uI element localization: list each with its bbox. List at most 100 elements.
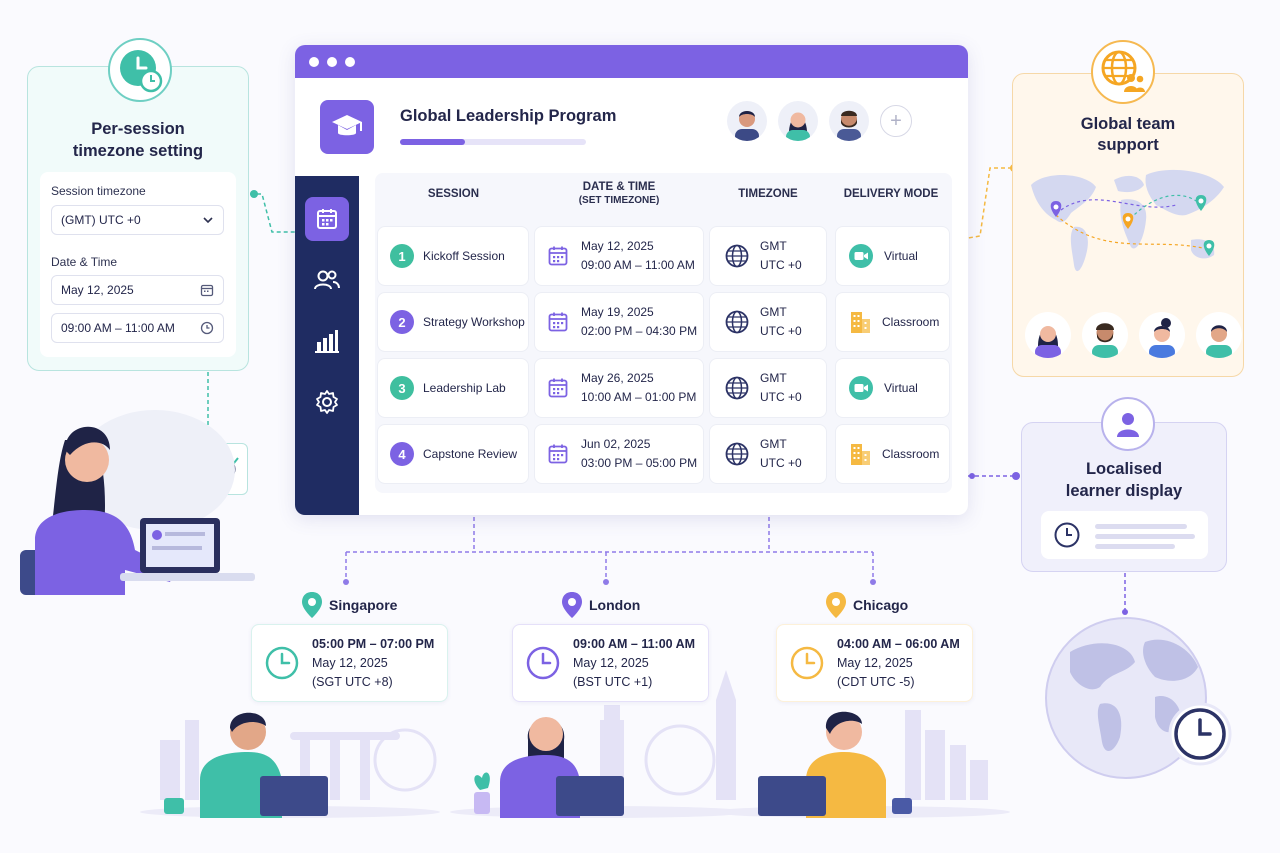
session-timezone-label: Session timezone	[51, 184, 146, 198]
city-time-range: 04:00 AM – 06:00 AM	[837, 636, 960, 651]
window-minimize-button[interactable]	[327, 56, 337, 67]
table-cell-delivery[interactable]: Classroom	[835, 292, 950, 352]
timezone-code: GMT	[760, 239, 787, 253]
video-camera-icon	[849, 244, 873, 268]
clock-icon	[265, 646, 299, 680]
users-icon	[314, 270, 340, 290]
timezone-card-title: Per-session timezone setting	[72, 120, 204, 160]
avatar[interactable]	[727, 101, 767, 141]
sidebar-item-users[interactable]	[305, 258, 349, 302]
city-label-chicago: Chicago	[825, 591, 908, 619]
clock-icon	[790, 646, 824, 680]
timezone-code: GMT	[760, 371, 787, 385]
team-avatars	[1025, 312, 1242, 358]
session-name: Capstone Review	[423, 447, 518, 461]
localised-card-title: Localised learner display	[1065, 460, 1183, 500]
avatar[interactable]	[829, 101, 869, 141]
location-pin-icon	[826, 592, 846, 618]
session-date: May 12, 2025	[581, 239, 654, 253]
building-icon	[851, 444, 870, 465]
program-title: Global Leadership Program	[400, 107, 617, 125]
avatar	[1082, 312, 1128, 358]
city-date: May 12, 2025	[837, 655, 913, 670]
table-cell-datetime[interactable]: May 12, 2025 09:00 AM – 11:00 AM	[534, 226, 704, 286]
city-time-range: 09:00 AM – 11:00 AM	[573, 636, 696, 651]
sidebar-item-settings[interactable]	[305, 380, 349, 424]
city-label-london: London	[561, 591, 640, 619]
graduation-cap-icon	[320, 100, 374, 154]
timezone-offset: UTC +0	[760, 324, 802, 338]
global-card-title: Global team support	[1080, 115, 1176, 154]
globe-icon	[725, 244, 749, 268]
city-timezone: (BST UTC +1)	[573, 674, 653, 689]
date-input[interactable]: May 12, 2025	[51, 275, 224, 305]
delivery-mode: Classroom	[882, 447, 940, 461]
calendar-icon	[548, 378, 568, 398]
table-cell-delivery[interactable]: Virtual	[835, 358, 950, 418]
globe-icon	[725, 442, 749, 466]
window-maximize-button[interactable]	[345, 56, 355, 67]
session-timezone-select[interactable]: (GMT) UTC +0	[51, 205, 224, 235]
settings-icon	[316, 390, 338, 414]
city-timezone: (CDT UTC -5)	[837, 674, 915, 689]
avatar	[1025, 312, 1071, 358]
session-date: May 19, 2025	[581, 305, 654, 319]
col-header-delivery: DELIVERY MODE	[843, 188, 939, 200]
city-time-card: 04:00 AM – 06:00 AM May 12, 2025 (CDT UT…	[776, 624, 973, 702]
table-cell-datetime[interactable]: May 26, 2025 10:00 AM – 01:00 PM	[534, 358, 704, 418]
avatar	[1139, 312, 1185, 358]
sidebar-item-calendar[interactable]	[305, 197, 349, 241]
clock-icon	[108, 38, 172, 102]
participant-avatars: +	[727, 101, 912, 141]
delivery-mode: Classroom	[882, 315, 940, 329]
calendar-icon	[317, 209, 337, 229]
table-row-session[interactable]: 2 Strategy Workshop	[377, 292, 529, 352]
table-cell-datetime[interactable]: Jun 02, 2025 03:00 PM – 05:00 PM	[534, 424, 704, 484]
plus-icon: +	[890, 109, 902, 132]
globe-icon	[725, 376, 749, 400]
table-cell-timezone[interactable]: GMT UTC +0	[709, 292, 827, 352]
add-participant-button[interactable]: +	[880, 105, 912, 137]
calendar-icon	[548, 246, 568, 266]
learner-illustration	[20, 410, 255, 595]
table-row-session[interactable]: 4 Capstone Review	[377, 424, 529, 484]
table-cell-timezone[interactable]: GMT UTC +0	[709, 424, 827, 484]
city-timezone: (SGT UTC +8)	[312, 674, 393, 689]
delivery-mode: Virtual	[884, 381, 918, 395]
session-number-badge: 4	[390, 442, 414, 466]
table-cell-timezone[interactable]: GMT UTC +0	[709, 226, 827, 286]
session-date: May 26, 2025	[581, 371, 654, 385]
building-icon	[851, 312, 870, 333]
window-close-button[interactable]	[309, 56, 319, 67]
sidebar-item-reports[interactable]	[305, 319, 349, 363]
city-date: May 12, 2025	[312, 655, 388, 670]
datetime-label: Date & Time	[51, 255, 118, 269]
session-time: 03:00 PM – 05:00 PM	[581, 456, 698, 470]
col-header-timezone: TIMEZONE	[738, 188, 798, 200]
singapore-learner-illustration	[164, 712, 328, 818]
table-cell-timezone[interactable]: GMT UTC +0	[709, 358, 827, 418]
bar-chart-icon	[315, 330, 339, 353]
localised-preview	[1041, 511, 1208, 559]
location-pin-icon	[302, 592, 322, 618]
session-name: Leadership Lab	[423, 381, 506, 395]
timezone-code: GMT	[760, 437, 787, 451]
calendar-icon	[200, 284, 214, 297]
delivery-mode: Virtual	[884, 249, 918, 263]
table-row-session[interactable]: 3 Leadership Lab	[377, 358, 529, 418]
city-label-singapore: Singapore	[301, 591, 397, 619]
city-time-card: 09:00 AM – 11:00 AM May 12, 2025 (BST UT…	[512, 624, 709, 702]
col-header-session: SESSION	[427, 188, 480, 200]
col-header-datetime: DATE & TIME (SET TIMEZONE)	[578, 181, 660, 206]
time-range-input[interactable]: 09:00 AM – 11:00 AM	[51, 313, 224, 343]
world-map	[1031, 169, 1224, 272]
table-row-session[interactable]: 1 Kickoff Session	[377, 226, 529, 286]
table-cell-datetime[interactable]: May 19, 2025 02:00 PM – 04:30 PM	[534, 292, 704, 352]
table-cell-delivery[interactable]: Classroom	[835, 424, 950, 484]
sidebar-nav	[295, 176, 359, 515]
progress-fill	[400, 139, 466, 145]
table-cell-delivery[interactable]: Virtual	[835, 226, 950, 286]
chicago-learner-illustration	[758, 711, 912, 818]
session-number-badge: 3	[390, 376, 414, 400]
avatar[interactable]	[778, 101, 818, 141]
